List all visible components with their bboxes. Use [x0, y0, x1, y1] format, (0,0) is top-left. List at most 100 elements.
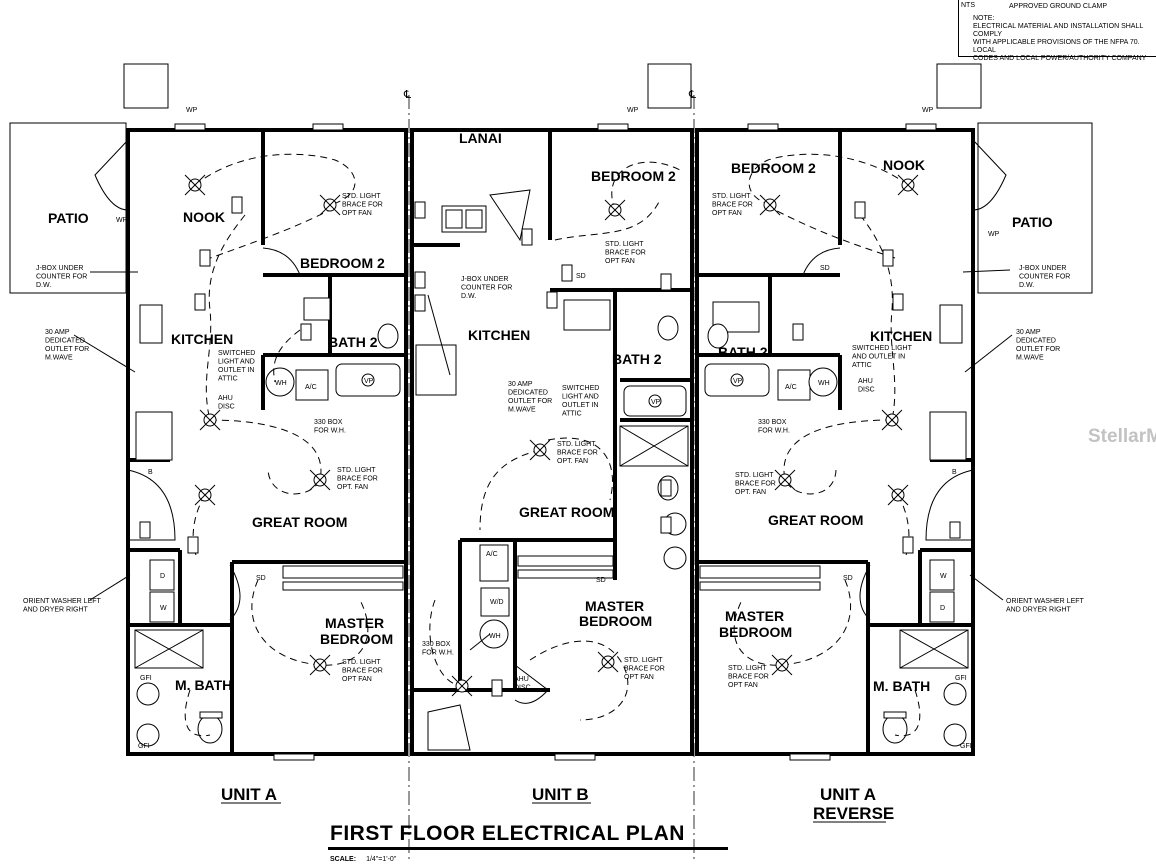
outlet-box-icon: [414, 201, 426, 219]
outlet-box-icon: [231, 196, 243, 214]
note-leader-lines: [73, 269, 1013, 651]
room-a-nook: NOOK: [183, 209, 225, 225]
unit-b-label: UNIT B: [532, 785, 589, 804]
room-c-great-room: GREAT ROOM: [768, 512, 863, 528]
outlet-box-icon: [187, 536, 199, 554]
room-c-master-bedroom: BEDROOM: [719, 624, 792, 640]
ceiling-light-icon: [597, 651, 619, 673]
outlet-box-icon: [491, 679, 503, 697]
fixture-symbol-label: WP: [186, 107, 198, 114]
room-a-great-room: GREAT ROOM: [252, 514, 347, 530]
fixture-symbol-label: GFI: [140, 675, 152, 682]
outlet-box-icon: [660, 479, 672, 497]
fixture-symbol-label: SD: [596, 577, 606, 584]
fixture-symbol-label: D: [160, 573, 165, 580]
outlet-box-icon: [854, 201, 866, 219]
room-a-patio: PATIO: [48, 210, 89, 226]
room-c-patio: PATIO: [1012, 214, 1053, 230]
door-swings: [94, 139, 1007, 751]
legend-note-box: NTS APPROVED GROUND CLAMP NOTE: ELECTRIC…: [958, 0, 1156, 62]
ceiling-light-icon: [319, 194, 341, 216]
outlet-box-icon: [882, 249, 894, 267]
ac-pad-a: [123, 63, 169, 109]
room-b-kitchen: KITCHEN: [468, 327, 530, 343]
ceiling-light-icon: [451, 675, 473, 697]
fixture-symbol-label: SD: [576, 273, 586, 280]
outlet-box-icon: [546, 291, 558, 309]
ceiling-light-icon: [194, 484, 216, 506]
outlet-box-icon: [949, 521, 961, 539]
fixture-symbol-label: VP: [733, 378, 743, 385]
ceiling-light-icon: [309, 654, 331, 676]
ceiling-light-icon: [184, 174, 206, 196]
fixture-symbol-label: WH: [489, 633, 501, 640]
unit-c-outline: [695, 128, 975, 756]
fixture-symbol-label: WP: [116, 217, 128, 224]
legend-note-text: ELECTRICAL MATERIAL AND INSTALLATION SHA…: [973, 23, 1147, 62]
centerline-symbol-right: ℄: [688, 89, 696, 101]
outlet-box-icon: [199, 249, 211, 267]
ceiling-light-icon: [771, 654, 793, 676]
drawing-title: FIRST FLOOR ELECTRICAL PLAN: [330, 822, 685, 845]
fixture-symbol-label: A/C: [486, 551, 498, 558]
fixture-symbol-label: W/D: [490, 599, 504, 606]
ceiling-light-icon: [604, 199, 626, 221]
fixture-symbol-label: VP: [364, 378, 374, 385]
unit-c-interior-walls: [697, 130, 973, 754]
note-c-switched-line-3: ATTIC: [852, 362, 872, 369]
room-a-mbath: M. BATH: [175, 677, 232, 693]
fixture-symbol-label: WH: [818, 380, 830, 387]
patio-slab-c: [977, 122, 1093, 294]
room-a-bedroom2: BEDROOM 2: [300, 255, 385, 271]
fixture-symbol-label: WP: [627, 107, 639, 114]
unit-b-interior-walls: [412, 130, 692, 692]
ceiling-light-icon: [774, 469, 796, 491]
outlet-box-icon: [521, 228, 533, 246]
room-b-lanai: LANAI: [459, 130, 502, 146]
ceiling-light-icon: [881, 409, 903, 431]
room-c-mbath: M. BATH: [873, 678, 930, 694]
fixture-symbol-label: GFI: [138, 743, 150, 750]
room-b-master-bedroom: BEDROOM: [579, 613, 652, 629]
fixture-symbol-label: W: [160, 605, 167, 612]
room-a-bath2: BATH 2: [328, 334, 378, 350]
outlet-box-icon: [660, 273, 672, 291]
fixture-symbol-label: GFI: [960, 743, 972, 750]
stair-runs: [282, 555, 821, 591]
outlet-box-icon: [139, 521, 151, 539]
room-c-nook: NOOK: [883, 157, 925, 173]
note-c-switched-line-2: AND OUTLET IN: [852, 354, 905, 361]
ac-pad-b: [647, 63, 692, 109]
outlet-box-icon: [902, 536, 914, 554]
fixture-symbol-label: SD: [843, 575, 853, 582]
legend-ground-clamp: APPROVED GROUND CLAMP: [1009, 3, 1108, 10]
fixture-symbol-label: D: [940, 605, 945, 612]
fixture-symbol-label: WP: [922, 107, 934, 114]
room-c-bedroom2: BEDROOM 2: [731, 160, 816, 176]
centerline-symbol-left: ℄: [403, 89, 411, 101]
circuit-runs: [184, 153, 921, 737]
room-c-kitchen: KITCHEN: [870, 328, 932, 344]
unit-c-reverse-label: REVERSE: [813, 804, 894, 823]
scale-value: 1/4"=1'-0": [366, 856, 397, 863]
room-c-master: MASTER: [725, 608, 784, 624]
